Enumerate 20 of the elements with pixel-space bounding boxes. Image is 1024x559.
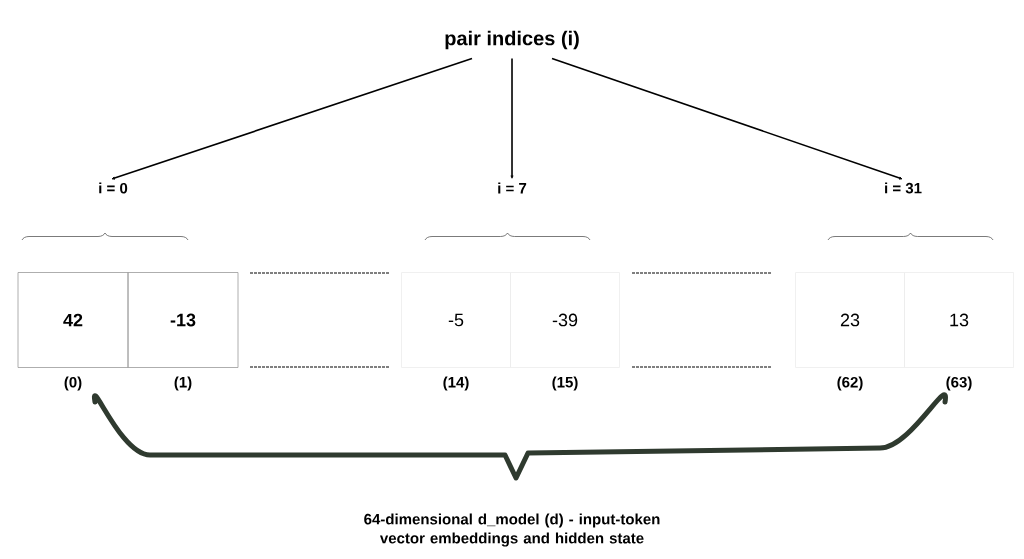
index-label: i = 7 bbox=[498, 182, 527, 194]
index-label: i = 31 bbox=[885, 182, 922, 194]
position-label: (14) bbox=[443, 376, 469, 391]
value-cell: 23 bbox=[795, 272, 905, 368]
position-label: (63) bbox=[946, 376, 972, 391]
position-label: (15) bbox=[552, 376, 578, 391]
arrow bbox=[510, 57, 514, 179]
position-label: (0) bbox=[64, 376, 82, 391]
index-label: i = 0 bbox=[99, 182, 128, 194]
value-cell: -5 bbox=[401, 272, 511, 368]
heading-text: pair indices (i) bbox=[445, 30, 579, 50]
position-label: (62) bbox=[837, 376, 863, 391]
value-cell: -13 bbox=[127, 272, 239, 368]
caption-text: 64-dimensional d_model (d) - input-token vector embeddings and hidden state bbox=[364, 513, 660, 547]
position-label: (1) bbox=[174, 376, 192, 391]
value-cell: -39 bbox=[510, 272, 620, 368]
arrow bbox=[111, 57, 473, 180]
arrow bbox=[551, 57, 903, 180]
value-cell: 42 bbox=[17, 272, 129, 368]
value-cell: 13 bbox=[904, 272, 1014, 368]
